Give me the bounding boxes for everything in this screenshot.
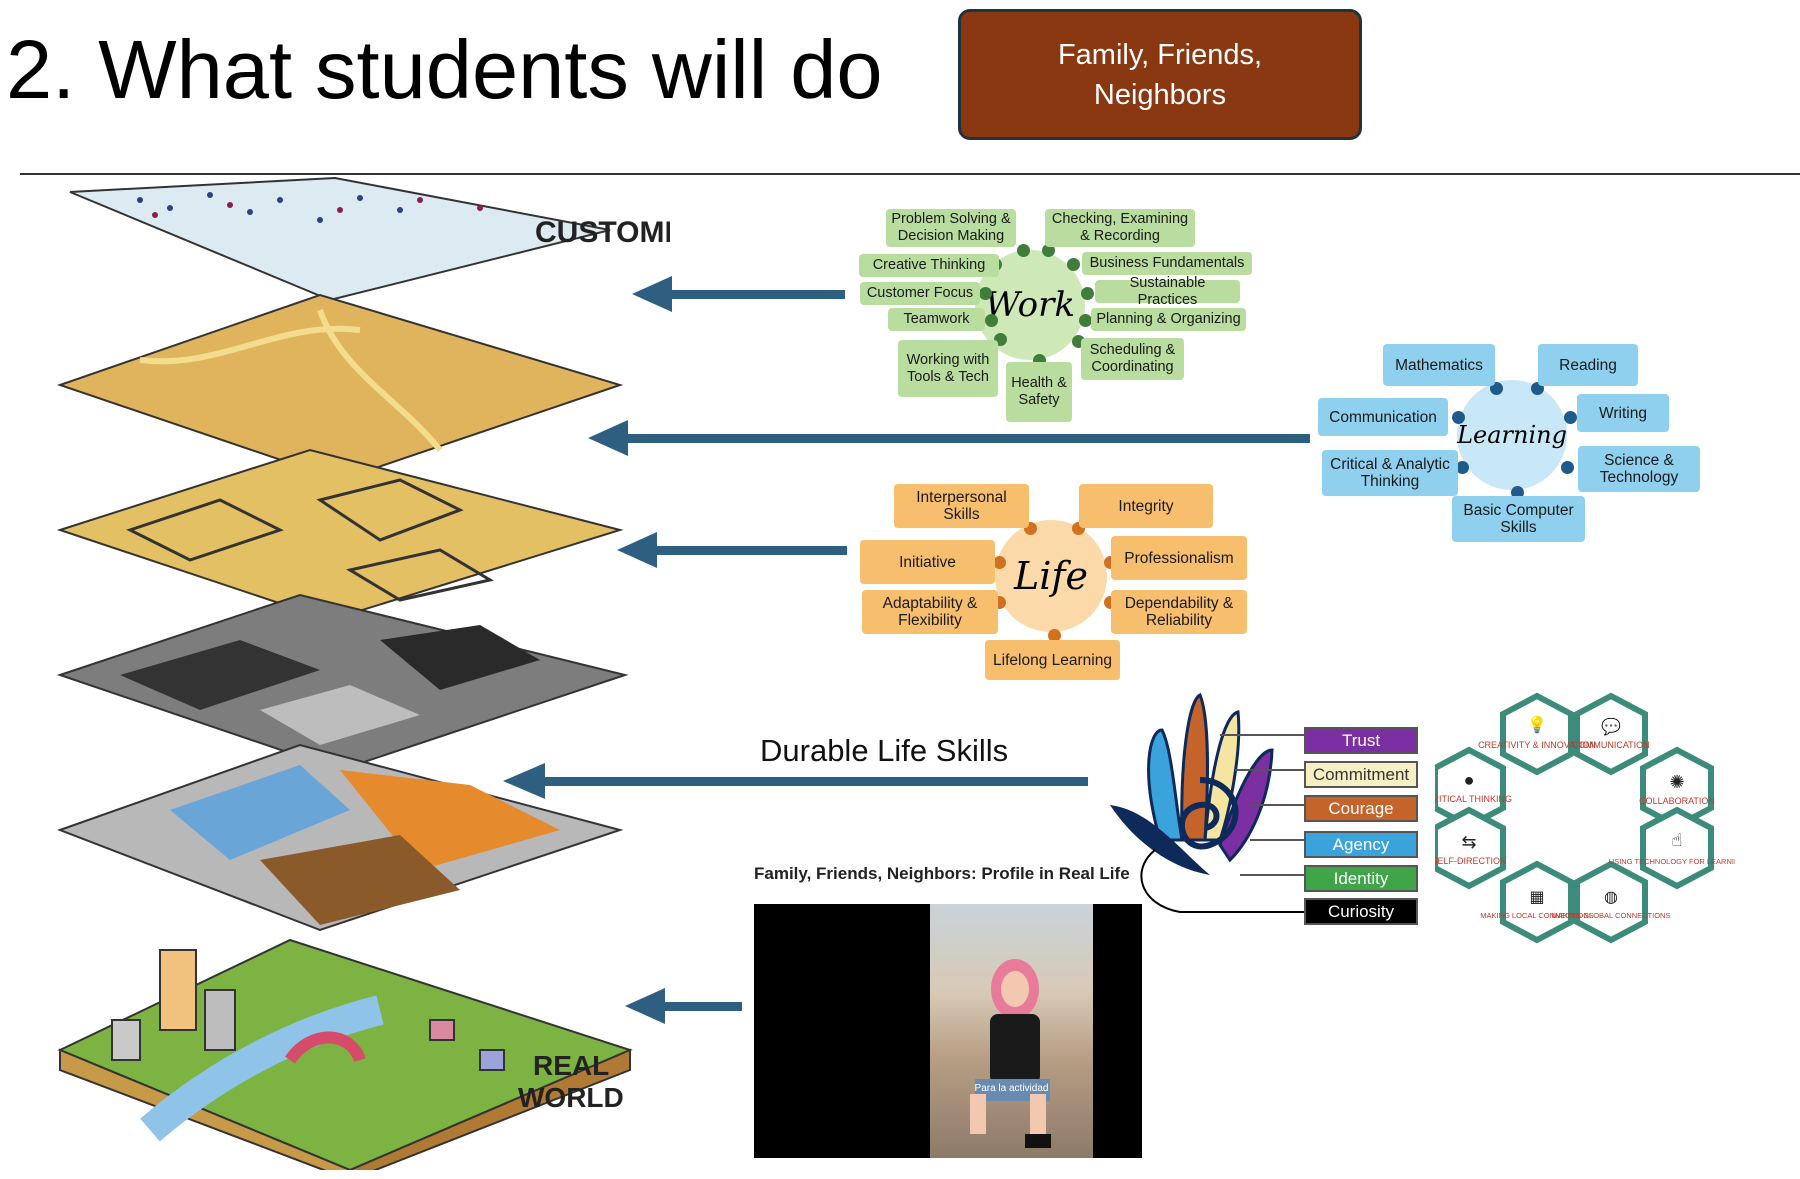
hex-communication (1574, 692, 1648, 776)
life-skill: Professionalism (1111, 536, 1247, 580)
work-skill: Checking, Examining & Recording (1045, 209, 1195, 247)
hex-technology (1640, 806, 1714, 890)
slide-title: 2. What students will do (6, 23, 883, 116)
hex-global (1574, 860, 1648, 944)
arrow-life-shaft (650, 546, 847, 555)
learning-skill: Writing (1577, 394, 1669, 432)
hex-label-local: MAKING LOCAL CONNECTIONS (1480, 911, 1594, 920)
work-skill: Health & Safety (1006, 362, 1072, 422)
life-skill: Lifelong Learning (985, 640, 1120, 680)
work-skill: Working with Tools & Tech (898, 340, 998, 397)
life-hub: Life (995, 520, 1107, 632)
hex-label-critical-thinking: CRITICAL THINKING (1435, 794, 1512, 804)
learning-skill: Communication (1318, 398, 1448, 436)
hex-critical-thinking (1435, 746, 1506, 830)
hex-local (1500, 860, 1574, 944)
value-tag-curiosity: Curiosity (1304, 898, 1418, 925)
arrow-work-head (632, 276, 672, 312)
arrow-work-shaft (665, 290, 845, 299)
arrow-life-head (617, 532, 657, 568)
hex-creativity (1500, 692, 1574, 776)
hex-label-technology: USING TECHNOLOGY FOR LEARNING (1609, 857, 1735, 866)
work-node-dot (1079, 314, 1092, 327)
durable-life-skills-label: Durable Life Skills (760, 733, 1009, 768)
family-button-line2: Neighbors (1093, 78, 1227, 111)
work-skill: Problem Solving & Decision Making (886, 209, 1016, 247)
family-button-line1: Family, Friends, (1057, 38, 1263, 71)
arrow-durable-head (503, 763, 545, 799)
work-node-dot (1067, 258, 1080, 271)
arrows-icon: ⇆ (1461, 832, 1476, 852)
hex-self-direction (1435, 806, 1506, 890)
value-tag-agency: Agency (1304, 831, 1418, 858)
work-node-dot (1042, 244, 1055, 257)
arrow-learning-shaft (620, 434, 1310, 443)
life-skill: Dependability & Reliability (1111, 590, 1247, 634)
map-icon: ▦ (1529, 889, 1544, 906)
network-icon: ✺ (1669, 772, 1684, 792)
divider (20, 173, 1800, 175)
video-subtitle: Para la actividad (974, 1083, 1049, 1094)
work-node-dot (979, 287, 992, 300)
skater-figure (970, 959, 1051, 1148)
work-skill: Business Fundamentals (1082, 252, 1252, 275)
life-skill: Adaptability & Flexibility (862, 590, 998, 634)
head-gear-icon: ● (1464, 770, 1475, 790)
pointer-hand-icon: ☝ (1672, 830, 1683, 850)
arrow-video-shaft (660, 1002, 742, 1011)
learning-skill: Basic Computer Skills (1452, 496, 1585, 542)
value-tag-identity: Identity (1304, 865, 1418, 892)
value-tag-courage: Courage (1304, 795, 1418, 822)
value-tag-trust: Trust (1304, 727, 1418, 754)
arrow-durable-shaft (540, 777, 1088, 786)
work-skill: Scheduling & Coordinating (1081, 338, 1184, 380)
world-label: WORLD (518, 1082, 624, 1113)
hex-label-self-direction: SELF-DIRECTION (1435, 856, 1507, 866)
learning-hub: Learning (1457, 380, 1567, 490)
lightbulb-icon: 💡 (1527, 715, 1547, 734)
work-skill: Customer Focus (860, 282, 980, 305)
hex-label-creativity: CREATIVITY & INNOVATION (1478, 740, 1596, 750)
life-skill: Integrity (1079, 484, 1213, 528)
life-skill: Initiative (860, 540, 995, 584)
hex-label-collaboration: COLLABORATION (1639, 796, 1715, 806)
work-node-dot (985, 314, 998, 327)
hex-label-global: MAKING GLOBAL CONNECTIONS (1552, 911, 1671, 920)
video-caption: Family, Friends, Neighbors: Profile in R… (754, 864, 1130, 883)
layered-map-illustration: CUSTOMERS REAL WORLD (56, 176, 670, 1170)
work-node-dot (1017, 244, 1030, 257)
customers-label: CUSTOMERS (535, 216, 670, 249)
hex-collaboration (1640, 746, 1714, 830)
learning-skill: Science & Technology (1578, 446, 1700, 492)
value-tag-commitment: Commitment (1304, 761, 1418, 788)
learning-skill: Reading (1538, 344, 1638, 386)
life-skill: Interpersonal Skills (894, 484, 1029, 528)
work-skill: Sustainable Practices (1095, 275, 1240, 308)
competencies-hex-ring: 💡 CREATIVITY & INNOVATION 💬 COMMUNICATIO… (1435, 692, 1735, 944)
hex-label-communication: COMMUNICATION (1572, 740, 1649, 750)
video-frame-image (930, 904, 1093, 1158)
work-skill: Teamwork (888, 308, 985, 331)
learning-skill: Mathematics (1383, 344, 1495, 386)
work-skill: Creative Thinking (859, 254, 999, 277)
hand-spiral-logo (1110, 692, 1310, 913)
work-node-dot (1081, 287, 1094, 300)
learning-skill: Critical & Analytic Thinking (1322, 450, 1458, 496)
real-label: REAL (533, 1050, 609, 1081)
chat-icon: 💬 (1601, 717, 1621, 736)
arrow-learning-head (588, 420, 628, 456)
globe-icon: ◍ (1604, 889, 1618, 906)
family-friends-neighbors-button[interactable]: Family, Friends, Neighbors (958, 9, 1362, 140)
arrow-video-head (625, 988, 665, 1024)
work-skill: Planning & Organizing (1091, 308, 1246, 331)
